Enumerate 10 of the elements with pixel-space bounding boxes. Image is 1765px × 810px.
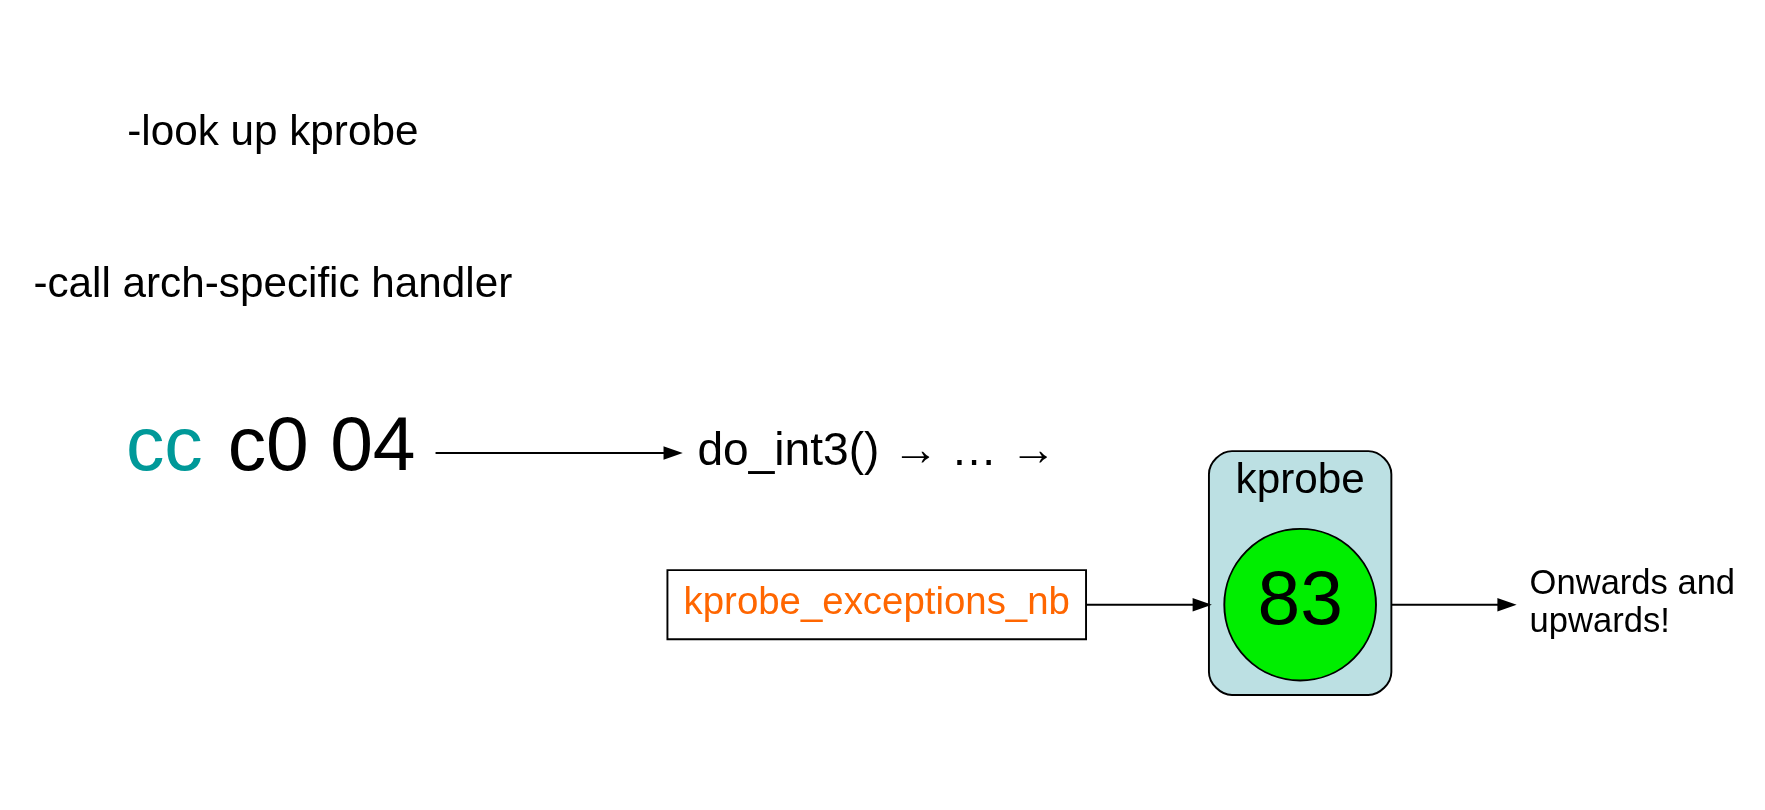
node-circle: 83 xyxy=(1223,527,1377,682)
arrow xyxy=(1085,597,1212,612)
label: -call arch-specific handler xyxy=(33,258,513,306)
arrow xyxy=(434,446,683,460)
node-text: Onwards and upwards! xyxy=(1529,562,1736,640)
node-box: kprobe_exceptions_nb xyxy=(666,569,1087,641)
node-text: cc c0 04 xyxy=(125,400,416,487)
node-text: do_int3() → … → xyxy=(697,422,1056,475)
label: -look up kprobe xyxy=(127,107,419,154)
arrow xyxy=(1390,597,1517,612)
